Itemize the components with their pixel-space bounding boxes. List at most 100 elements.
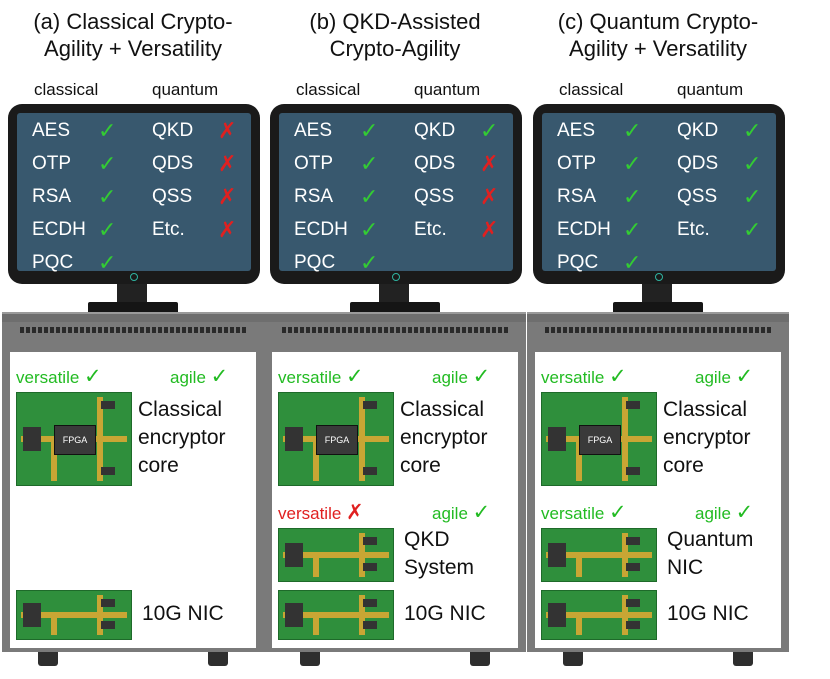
cross-icon: ✗ [218, 118, 237, 143]
component-label: core [400, 454, 441, 477]
component-label: Classical [663, 398, 748, 421]
component-label: Classical [138, 398, 223, 421]
panel-title-line: (c) Quantum Crypto- [557, 9, 759, 34]
board-component [626, 563, 640, 571]
board-component [23, 427, 41, 451]
component-label: NIC [667, 556, 704, 579]
cross-icon: ✗ [480, 151, 499, 176]
classical-algo-label: AES [557, 120, 596, 141]
board-trace [621, 595, 628, 635]
board-component [363, 621, 377, 629]
agile-tag: agile ✓ [695, 500, 753, 525]
board-trace [96, 397, 103, 481]
board-trace [576, 555, 583, 577]
case-foot [208, 652, 228, 666]
cross-icon: ✗ [480, 184, 499, 209]
pc-case-lid [527, 312, 789, 324]
check-icon: ✓ [743, 184, 762, 209]
classical-algo-label: RSA [557, 186, 597, 207]
panel-title-line: Crypto-Agility [329, 36, 461, 61]
classical-algo-label: RSA [294, 186, 334, 207]
circuit-board-image [541, 590, 657, 640]
check-icon: ✓ [743, 151, 762, 176]
board-component [363, 537, 377, 545]
board-component [626, 467, 640, 475]
case-foot [470, 652, 490, 666]
classical-column-header: classical [34, 80, 99, 99]
board-component [363, 563, 377, 571]
board-trace [621, 533, 628, 577]
monitor-screen [17, 113, 251, 271]
check-icon: ✓ [472, 501, 491, 524]
board-trace [546, 612, 652, 618]
board-component [626, 621, 640, 629]
monitor-stand-base [350, 302, 440, 312]
check-icon: ✓ [98, 151, 117, 176]
board-component [363, 599, 377, 607]
check-icon: ✓ [623, 118, 642, 143]
classical-algo-label: PQC [294, 252, 336, 273]
classical-algo-label: AES [32, 120, 71, 141]
quantum-algo-label: QKD [677, 120, 719, 141]
component-label: core [138, 454, 179, 477]
versatile-tag-text: versatile [278, 368, 342, 387]
quantum-algo-label: Etc. [414, 219, 447, 240]
classical-algo-label: ECDH [294, 219, 348, 240]
board-trace [21, 612, 127, 618]
check-icon: ✓ [623, 151, 642, 176]
board-trace [96, 595, 103, 635]
board-trace [576, 439, 583, 481]
agile-tag: agile ✓ [170, 364, 228, 389]
board-trace [313, 439, 320, 481]
component-label: QKD [404, 528, 450, 551]
agile-tag-text: agile [695, 368, 731, 387]
panel-title: (a) Classical Crypto-Agility + Versatili… [2, 8, 264, 62]
check-icon: ✓ [360, 250, 379, 275]
circuit-board-image [16, 590, 132, 640]
quantum-algo-label: QKD [152, 120, 194, 141]
quantum-algo-label: QSS [677, 186, 718, 207]
fpga-chip: FPGA [54, 425, 96, 455]
board-component [285, 427, 303, 451]
circuit-board-image: FPGA [278, 392, 394, 486]
check-icon: ✓ [98, 184, 117, 209]
case-foot [563, 652, 583, 666]
classical-algo-label: OTP [294, 153, 334, 174]
nic-label: 10G NIC [404, 602, 486, 625]
versatile-tag: versatile ✓ [541, 500, 627, 525]
board-component [23, 603, 41, 627]
classical-column-header: classical [559, 80, 624, 99]
panel-title: (c) Quantum Crypto-Agility + Versatility [527, 8, 789, 62]
classical-algo-label: AES [294, 120, 333, 141]
check-icon: ✓ [623, 217, 642, 242]
quantum-algo-label: QKD [414, 120, 456, 141]
board-trace [546, 552, 652, 558]
board-trace [313, 615, 320, 635]
cross-icon: ✗ [480, 217, 499, 242]
board-component [285, 603, 303, 627]
circuit-board-image [278, 590, 394, 640]
board-component [626, 537, 640, 545]
component-label: encryptor [663, 426, 751, 449]
component-label: Quantum [667, 528, 754, 551]
panel-title-line: Agility + Versatility [44, 36, 222, 61]
board-trace [283, 612, 389, 618]
board-trace [621, 397, 628, 481]
board-component [363, 467, 377, 475]
board-component [626, 599, 640, 607]
check-icon: ✓ [480, 118, 499, 143]
quantum-column-header: quantum [414, 80, 481, 99]
check-icon: ✓ [98, 118, 117, 143]
check-icon: ✓ [84, 365, 102, 388]
check-icon: ✓ [98, 250, 117, 275]
cross-icon: ✗ [346, 501, 364, 524]
board-trace [51, 439, 58, 481]
versatile-tag-text: versatile [541, 368, 605, 387]
power-led-icon [130, 273, 138, 281]
board-trace [358, 533, 365, 577]
vent-grille [20, 327, 246, 333]
quantum-column-header: quantum [152, 80, 219, 99]
versatile-tag: versatile ✓ [16, 364, 102, 389]
